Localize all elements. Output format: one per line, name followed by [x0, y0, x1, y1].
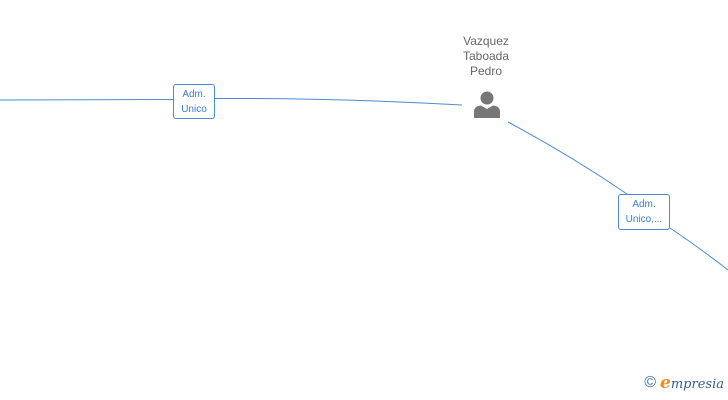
person-name-line2: Taboada	[462, 49, 510, 63]
person-name-line3: Pedro	[469, 64, 503, 78]
copyright-icon: ©	[644, 374, 657, 391]
brand-logo: empresia	[660, 373, 724, 393]
person-name: Vazquez Taboada Pedro	[446, 34, 526, 79]
edge-left	[0, 99, 174, 101]
role-label-line1: Adm.	[182, 89, 206, 100]
edge-person-to-right	[507, 121, 631, 197]
role-label-adm-unico[interactable]: Adm. Unico	[173, 84, 215, 119]
watermark: © empresia	[644, 373, 724, 393]
person-icon[interactable]	[472, 90, 502, 120]
person-node[interactable]: Vazquez Taboada Pedro	[446, 34, 526, 79]
person-name-line1: Vazquez	[463, 34, 509, 48]
role-label-adm-unico-more[interactable]: Adm. Unico,...	[618, 194, 670, 230]
role-label-line2: Unico	[181, 104, 207, 115]
edge-right-offscreen	[669, 227, 728, 271]
edge-left-to-person	[214, 97, 463, 106]
role-label-line1: Adm.	[632, 199, 656, 210]
role-label-line2: Unico,...	[625, 214, 663, 225]
